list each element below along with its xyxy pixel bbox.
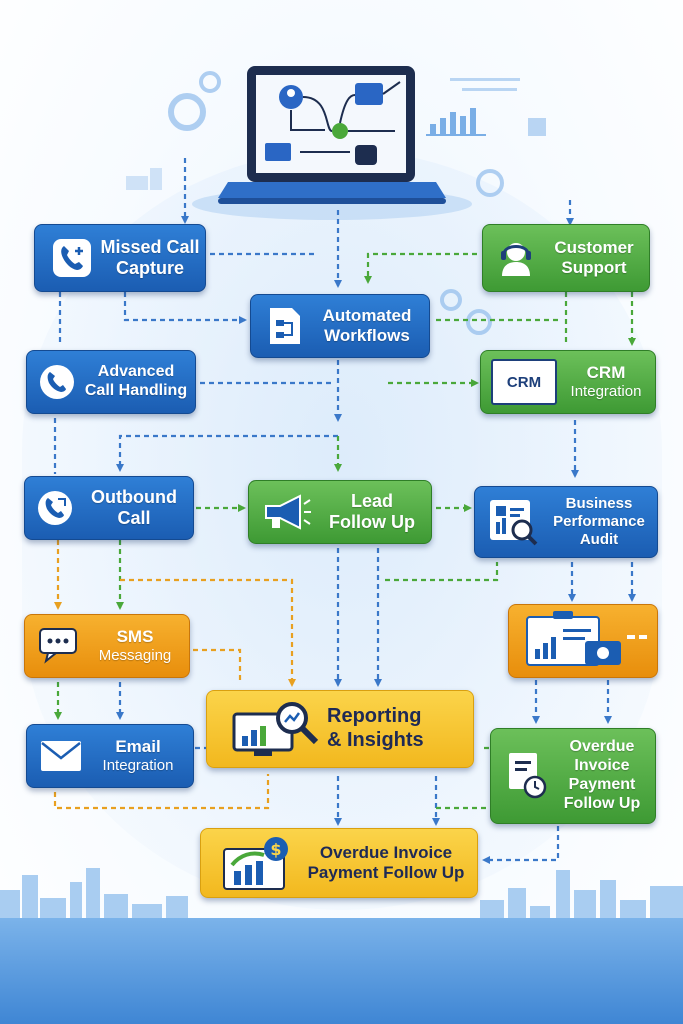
sms-title: SMS xyxy=(116,627,154,647)
audit-subtitle-2: Audit xyxy=(579,530,619,548)
lead-follow-up-subtitle: Follow Up xyxy=(329,512,415,532)
outbound-call-node[interactable]: Outbound Call xyxy=(24,476,194,540)
megaphone-icon xyxy=(259,490,313,534)
email-title: Email xyxy=(115,737,161,757)
overdue-right-line4: Follow Up xyxy=(563,794,641,812)
crm-integration-node[interactable]: CRM CRM Integration xyxy=(480,350,656,414)
advanced-call-handling-node[interactable]: Advanced Call Handling xyxy=(26,350,196,414)
customer-support-subtitle: Support xyxy=(561,258,627,277)
business-performance-audit-node[interactable]: Business Performance Audit xyxy=(474,486,658,558)
headset-agent-icon xyxy=(493,235,539,281)
outbound-call-subtitle: Call xyxy=(117,508,151,528)
crm-monitor-icon: CRM xyxy=(491,359,557,405)
svg-text:$: $ xyxy=(270,840,281,859)
reporting-insights-node[interactable]: Reporting & Insights xyxy=(206,690,474,768)
audit-subtitle: Performance xyxy=(553,513,645,531)
envelope-icon xyxy=(39,736,83,776)
customer-support-title: Customer xyxy=(554,237,634,257)
lead-follow-up-node[interactable]: Lead Follow Up xyxy=(248,480,432,544)
overdue-bottom-line2: Payment Follow Up xyxy=(307,863,465,882)
overdue-bottom-line1: Overdue Invoice xyxy=(319,842,453,862)
audit-title: Business xyxy=(565,495,633,513)
crm-title: CRM xyxy=(586,363,626,383)
chat-bubble-icon xyxy=(37,626,81,666)
overdue-right-line3: Payment xyxy=(568,776,636,793)
overdue-invoice-payment-node[interactable]: $ Overdue Invoice Payment Follow Up xyxy=(200,828,478,898)
missed-call-subtitle: Capture xyxy=(115,258,184,278)
overdue-right-line1: Overdue xyxy=(569,738,635,756)
bar-chart-deco-icon xyxy=(126,78,546,190)
outbound-call-title: Outbound xyxy=(91,486,177,507)
reporting-title: Reporting xyxy=(327,705,422,728)
gear-icon xyxy=(168,71,504,335)
missed-call-capture-node[interactable]: Missed Call Capture xyxy=(34,224,206,292)
automated-workflows-node[interactable]: Automated Workflows xyxy=(250,294,430,358)
phone-plus-icon xyxy=(49,235,95,281)
crm-subtitle: Integration xyxy=(570,383,642,401)
email-integration-node[interactable]: Email Integration xyxy=(26,724,194,788)
report-magnifier-icon xyxy=(227,699,323,759)
dollar-growth-chart-icon: $ xyxy=(219,835,295,891)
customer-support-node[interactable]: Customer Support xyxy=(482,224,650,292)
sms-subtitle: Messaging xyxy=(98,647,172,665)
phone-outbound-icon xyxy=(35,488,75,528)
ground-band xyxy=(0,918,683,1024)
email-subtitle: Integration xyxy=(102,757,174,775)
missed-call-title: Missed Call xyxy=(100,236,200,257)
dashboard-clipboard-icon xyxy=(519,611,649,671)
laptop-illustration xyxy=(192,66,472,220)
analytics-dashboard-node[interactable] xyxy=(508,604,658,678)
overdue-invoice-follow-up-node[interactable]: Overdue Invoice Payment Follow Up xyxy=(490,728,656,824)
lead-follow-up-title: Lead xyxy=(350,490,393,511)
automated-workflows-title: Automated xyxy=(322,305,412,325)
automated-workflows-subtitle: Workflows xyxy=(324,326,410,345)
invoice-clock-icon xyxy=(505,749,549,803)
overdue-right-line2: Invoice xyxy=(574,757,630,775)
advanced-call-title: Advanced xyxy=(97,363,175,381)
audit-report-icon xyxy=(487,495,541,549)
reporting-subtitle: & Insights xyxy=(327,729,424,751)
phone-ring-icon xyxy=(37,362,77,402)
workflow-document-icon xyxy=(265,304,305,348)
advanced-call-subtitle: Call Handling xyxy=(84,382,188,399)
crm-icon-text: CRM xyxy=(506,373,542,391)
sms-messaging-node[interactable]: SMS Messaging xyxy=(24,614,190,678)
